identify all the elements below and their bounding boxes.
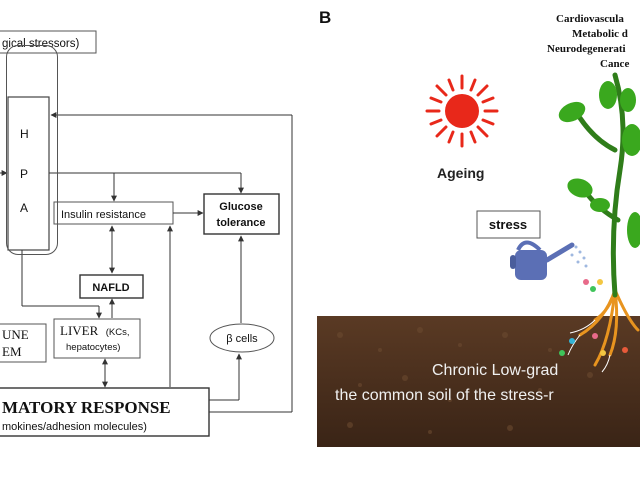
panel-a-diagram: gical stressors) H P A Insulin resistanc… <box>0 0 310 480</box>
stressors-box: gical stressors) <box>0 30 97 54</box>
liver-hepatocytes-label: hepatocytes) <box>66 342 120 353</box>
hpa-outline <box>6 45 58 255</box>
inflammatory-response-box: MATORY RESPONSE mokines/adhesion molecul… <box>0 387 210 437</box>
panel-b-label: B <box>319 8 331 27</box>
immune-system-box: UNE EM <box>0 323 47 363</box>
hpa-p: P <box>20 167 28 181</box>
tolerance-label: tolerance <box>217 217 266 229</box>
soil-text-line2: the common soil of the stress-r <box>335 387 554 404</box>
ageing-label: Ageing <box>437 165 484 181</box>
soil-area <box>317 316 640 447</box>
immune-line2: EM <box>2 344 22 359</box>
watering-can-icon <box>510 240 575 280</box>
beta-cells-node: β cells <box>209 323 275 353</box>
inflammatory-label: MATORY RESPONSE <box>2 398 171 417</box>
glucose-tolerance-box: Glucose tolerance <box>203 193 280 235</box>
stress-label: stress <box>489 217 527 232</box>
soil-texture <box>337 327 593 434</box>
insulin-resistance-label: Insulin resistance <box>61 209 146 221</box>
disease-labels: Cardiovascula Metabolic d Neurodegenerat… <box>547 13 629 70</box>
soil-text-line1: Chronic Low-grad <box>432 362 558 379</box>
hpa-a: A <box>20 201 28 215</box>
connectors <box>0 112 293 413</box>
sun-icon <box>425 74 499 148</box>
disease-cardiovascular: Cardiovascula <box>556 13 624 25</box>
disease-cancer: Cance <box>600 58 629 70</box>
inflammatory-subtext: mokines/adhesion molecules) <box>2 421 147 433</box>
liver-box: LIVER (KCs, hepatocytes) <box>53 318 141 359</box>
water-drops <box>570 245 588 268</box>
nafld-box: NAFLD <box>79 274 144 299</box>
stress-box: stress <box>476 210 541 239</box>
disease-metabolic: Metabolic d <box>572 28 628 40</box>
nafld-label: NAFLD <box>92 282 129 294</box>
disease-neurodegenerative: Neurodegenerati <box>547 43 626 55</box>
liver-kcs-label: (KCs, <box>106 327 130 338</box>
root-tips <box>567 319 611 373</box>
stressors-label: gical stressors) <box>2 38 79 50</box>
liver-label: LIVER <box>60 323 99 338</box>
panel-b-illustration: B Cardiovascula Metabolic d Neurodegener… <box>310 0 640 480</box>
immune-line1: UNE <box>2 327 29 342</box>
svg-text:LIVER (KCs,: LIVER (KCs, <box>60 322 129 339</box>
hpa-h: H <box>20 127 29 141</box>
insulin-resistance-box: Insulin resistance <box>53 201 174 225</box>
hpa-box: H P A <box>7 96 50 251</box>
beta-cells-label: β cells <box>226 333 258 345</box>
plant-leaves <box>558 81 640 248</box>
soil-particles <box>559 279 628 356</box>
glucose-label: Glucose <box>219 201 262 213</box>
